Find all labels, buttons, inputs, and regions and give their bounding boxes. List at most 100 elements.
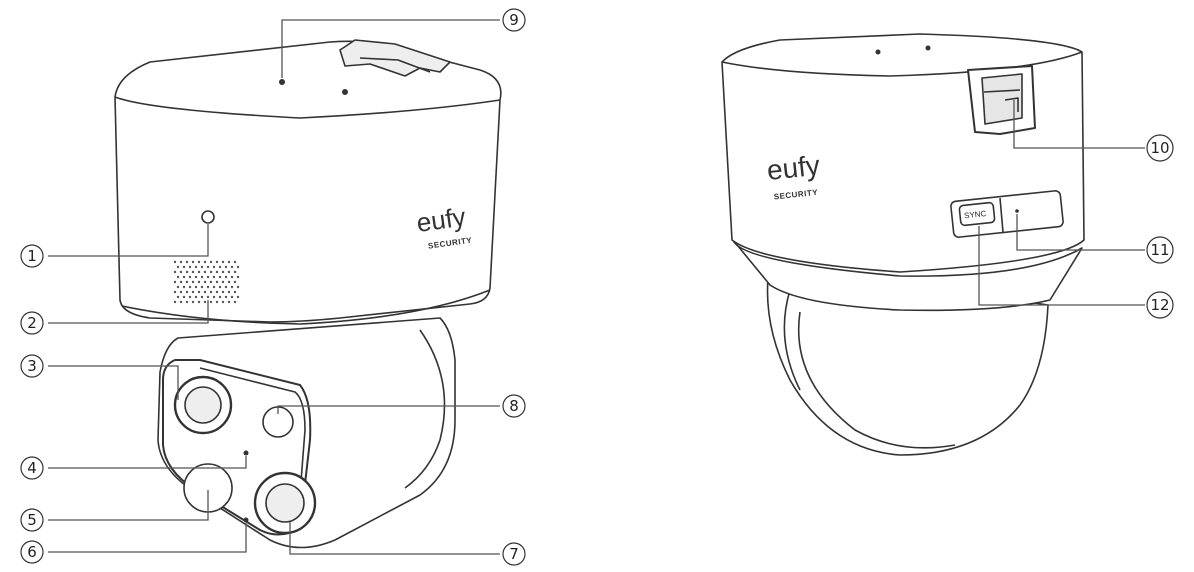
callout-6: 6	[20, 540, 44, 564]
grille-dot	[191, 290, 195, 294]
leader-5	[48, 490, 209, 521]
grille-dot	[236, 285, 240, 289]
grille-dot	[215, 270, 219, 274]
grille-dot	[224, 295, 228, 299]
callout-1-number: 1	[27, 247, 37, 265]
callout-5: 5	[20, 508, 44, 532]
grille-dot	[233, 270, 237, 274]
back-port-cover	[950, 190, 1064, 238]
grille-dot	[224, 265, 228, 269]
front-gimbal-arc	[404, 329, 446, 489]
callout-leader-lines	[48, 19, 1145, 555]
microphone-dot	[243, 450, 249, 456]
grille-dot	[230, 265, 234, 269]
grille-dot	[224, 285, 228, 289]
grille-dot	[191, 300, 195, 304]
callout-12-number: 12	[1150, 296, 1169, 314]
grille-dot	[200, 265, 204, 269]
front-housing-bottom-edge	[121, 289, 491, 325]
grille-dot	[191, 260, 195, 264]
grille-dot	[206, 275, 210, 279]
callout-6-number: 6	[27, 543, 37, 561]
grille-dot	[185, 280, 189, 284]
callout-7-number: 7	[509, 545, 519, 563]
callout-numbers: 1 2 3 4 5 6 7 8 9 10 11 12	[20, 8, 1174, 566]
grille-dot	[215, 300, 219, 304]
back-brand-logo: eufy SECURITY	[765, 150, 821, 202]
grille-dot	[206, 285, 210, 289]
grille-dot	[230, 295, 234, 299]
grille-dot	[188, 285, 192, 289]
grille-dot	[221, 300, 225, 304]
grille-dot	[215, 290, 219, 294]
grille-dot	[212, 285, 216, 289]
grille-dot	[197, 300, 201, 304]
grille-dot	[230, 275, 234, 279]
callout-2-number: 2	[27, 314, 37, 332]
grille-dot	[227, 260, 231, 264]
grille-dot	[176, 265, 180, 269]
grille-dot	[233, 290, 237, 294]
grille-dot	[185, 270, 189, 274]
callout-10: 10	[1146, 134, 1174, 162]
grille-dot	[182, 285, 186, 289]
leader-10	[1013, 100, 1145, 149]
leader-11	[1016, 214, 1145, 251]
grille-dot	[221, 290, 225, 294]
grille-dot	[218, 275, 222, 279]
grille-dot	[218, 265, 222, 269]
speaker-grille	[173, 260, 240, 304]
front-mount-clip	[339, 39, 451, 77]
grille-dot	[227, 300, 231, 304]
grille-dot	[230, 285, 234, 289]
callout-9: 9	[502, 8, 526, 32]
grille-dot	[233, 300, 237, 304]
leader-1	[48, 224, 209, 257]
front-top-hole-1	[279, 79, 285, 85]
grille-dot	[206, 295, 210, 299]
grille-dot	[209, 290, 213, 294]
grille-dot	[188, 275, 192, 279]
grille-dot	[188, 295, 192, 299]
leader-8	[277, 405, 500, 414]
grille-dot	[179, 280, 183, 284]
front-top-housing	[114, 40, 502, 323]
grille-dot	[212, 265, 216, 269]
grille-dot	[173, 260, 177, 264]
callout-10-number: 10	[1150, 139, 1169, 157]
logo-text-back: eufy	[765, 150, 821, 186]
leader-9	[281, 19, 500, 78]
logo-text: eufy	[415, 201, 468, 238]
grille-dot	[194, 275, 198, 279]
grille-dot	[191, 270, 195, 274]
leader-3	[48, 365, 179, 400]
grille-dot	[227, 290, 231, 294]
grille-dot	[212, 295, 216, 299]
grille-dot	[179, 270, 183, 274]
grille-dot	[209, 260, 213, 264]
grille-dot	[173, 290, 177, 294]
grille-dot	[218, 285, 222, 289]
callout-2: 2	[20, 311, 44, 335]
grille-dot	[221, 280, 225, 284]
callout-4-number: 4	[27, 459, 37, 477]
front-sensor-hole	[201, 210, 215, 224]
leader-6	[48, 523, 247, 553]
grille-dot	[233, 280, 237, 284]
grille-dot	[179, 290, 183, 294]
grille-dot	[200, 275, 204, 279]
grille-dot	[215, 280, 219, 284]
grille-dot	[203, 290, 207, 294]
grille-dot	[176, 275, 180, 279]
grille-dot	[209, 280, 213, 284]
grille-dot	[176, 295, 180, 299]
grille-dot	[203, 260, 207, 264]
front-top-hole-2	[342, 89, 348, 95]
grille-dot	[188, 265, 192, 269]
grille-dot	[221, 260, 225, 264]
grille-dot	[197, 270, 201, 274]
grille-dot	[212, 275, 216, 279]
grille-dot	[182, 275, 186, 279]
callout-8-number: 8	[509, 397, 519, 415]
back-dome	[766, 261, 1049, 456]
